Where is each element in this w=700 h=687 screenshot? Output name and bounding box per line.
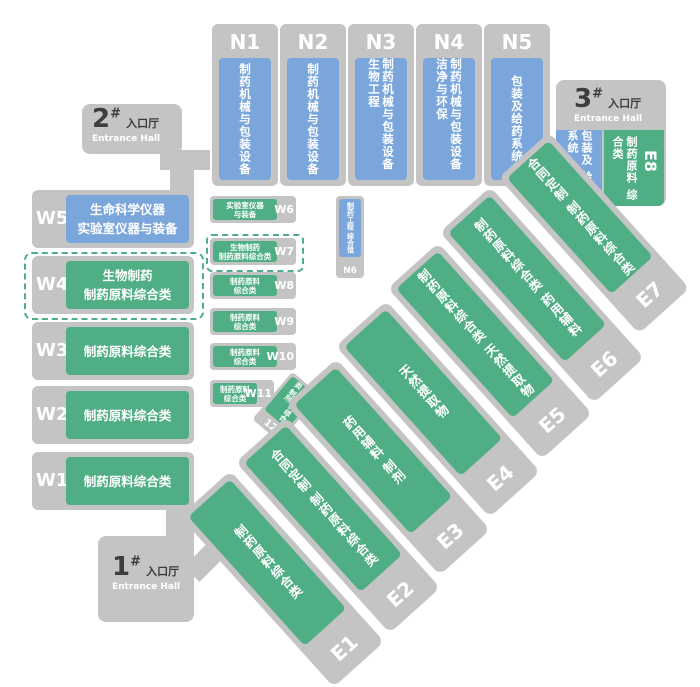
entrance-hall-1[interactable] — [98, 536, 194, 622]
hall-n4[interactable]: N4 制药机械与包装设备 洁净与环保 — [416, 24, 482, 186]
hall-n5-label: 包装及给药系统 — [510, 75, 524, 163]
hall-w1-label: 制药原料综合类 — [83, 473, 172, 489]
hall-e8-code: E8 — [641, 150, 660, 173]
hall-w6-label: 实验室仪器与装备 — [226, 200, 264, 219]
hall-n1[interactable]: N1 制药机械与包装设备 — [212, 24, 278, 186]
entrance-3-label: 3# 入口厅 Entrance Hall — [574, 84, 643, 124]
hall-w6[interactable]: 实验室仪器与装备 W6 — [210, 196, 296, 223]
hall-n6[interactable]: 制药工程 综合馆 N6 — [336, 196, 364, 278]
hall-w7-highlight — [206, 234, 304, 272]
hall-w4-label: 生物制药制药原料综合类 — [83, 268, 172, 302]
hall-w3[interactable]: W3 制药原料综合类 — [32, 322, 194, 380]
hall-n6-code: N6 — [343, 266, 357, 276]
hall-w8-label: 制药原料综合类 — [230, 276, 260, 295]
hall-n2[interactable]: N2 制药机械与包装设备 — [280, 24, 346, 186]
hall-n6-label: 制药工程 综合馆 — [346, 202, 355, 254]
hall-n3-label: 制药机械与包装设备 生物工程 — [367, 58, 395, 171]
hall-n4-label: 制药机械与包装设备 洁净与环保 — [435, 58, 463, 171]
hall-e8[interactable]: 制药原料 综合类 E8 — [604, 130, 664, 206]
hall-n1-label: 制药机械与包装设备 — [238, 62, 252, 176]
hall-w2-label: 制药原料综合类 — [83, 407, 172, 423]
hall-n3[interactable]: N3 制药机械与包装设备 生物工程 — [348, 24, 414, 186]
hall-w2[interactable]: W2 制药原料综合类 — [32, 386, 194, 444]
hall-w5-label: 生命科学仪器实验室仪器与装备 — [77, 202, 178, 236]
hall-w7[interactable]: 生物制药制药原料综合类 W7 — [210, 238, 296, 265]
hall-w11-label: 制药原料综合类 — [220, 384, 250, 403]
hall-w9-label: 制药原料综合类 — [230, 312, 260, 331]
hall-w3-label: 制药原料综合类 — [83, 343, 172, 359]
entrance-1-label: 1# 入口厅 Entrance Hall — [112, 552, 181, 592]
hall-e4-label: 天然提取物 — [395, 362, 452, 423]
entrance-hall-2 — [82, 104, 182, 154]
entrance-2-label: 2# 入口厅 Entrance Hall — [92, 104, 161, 144]
hall-w7-label: 生物制药制药原料综合类 — [218, 242, 272, 261]
hall-w1[interactable]: W1 制药原料综合类 — [32, 452, 194, 510]
hall-e8-label: 制药原料 综合类 — [611, 136, 638, 201]
hall-n2-label: 制药机械与包装设备 — [306, 62, 320, 176]
hall-w8[interactable]: 制药原料综合类 W8 — [210, 272, 296, 299]
hall-e1-label: 制药原料综合类 — [230, 522, 305, 603]
hall-w11[interactable]: 制药原料综合类 W11 — [210, 380, 274, 407]
hall-w10-label: 制药原料综合类 — [230, 347, 260, 366]
hall-w5[interactable]: W5 生命科学仪器实验室仪器与装备 — [32, 190, 194, 248]
hall-e3-label: 药用辅料 制剂 — [339, 413, 409, 488]
hall-w4[interactable]: W4 生物制药制药原料综合类 — [32, 256, 194, 314]
exhibition-floor-map: 2# 入口厅 Entrance Hall N1 制药机械与包装设备 N2 制药机… — [24, 24, 690, 687]
hall-w4-highlight — [24, 252, 204, 320]
hall-w10[interactable]: 制药原料综合类 W10 — [210, 343, 296, 370]
hall-w9[interactable]: 制药原料综合类 W9 — [210, 308, 296, 335]
